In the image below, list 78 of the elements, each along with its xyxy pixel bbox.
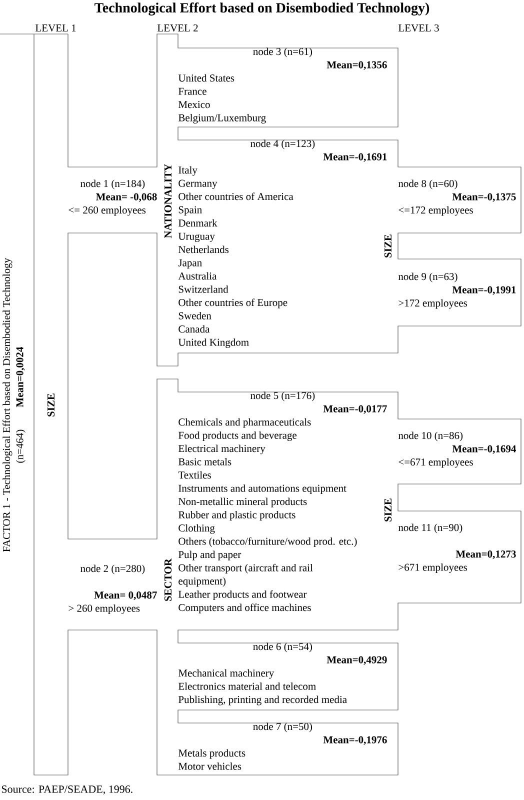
size-range: >671 employees [398, 563, 468, 573]
category-item: Denmark [178, 219, 218, 227]
category-item: Clothing [178, 524, 215, 534]
category-item: Electronics material and telecom [178, 682, 316, 690]
category-item: Others (tobacco/furniture/wood prod. etc.) [178, 537, 357, 547]
node-heading: node 2 (n=280) [80, 564, 145, 574]
category-item: Netherlands [178, 246, 229, 254]
category-item: Mechanical machinery [178, 669, 274, 679]
mean-value: Mean=-0,1976 [323, 736, 387, 745]
category-item: Mexico [178, 101, 210, 108]
dimension-label: NATIONALITY [164, 164, 172, 238]
category-item: Motor vehicles [178, 762, 242, 770]
category-item: Publishing, printing and recorded media [178, 696, 347, 706]
node-heading: node 3 (n=61) [253, 48, 312, 58]
category-item: Switzerland [178, 285, 228, 293]
category-item: Australia [178, 272, 217, 280]
category-item: United States [178, 74, 234, 82]
node-heading: node 8 (n=60) [398, 180, 458, 190]
node-heading: node 5 (n=176) [250, 392, 315, 402]
size-range: <=172 employees [398, 206, 473, 216]
mean-value: Mean=0,4929 [326, 656, 387, 665]
dimension-label: SIZE [47, 394, 55, 416]
size-range: >172 employees [398, 299, 468, 309]
level-label: LEVEL 1 [36, 24, 76, 32]
category-item: Other countries of America [178, 192, 294, 200]
dimension-label: SECTOR [164, 558, 172, 601]
category-item: Germany [178, 180, 218, 189]
category-item: Food products and beverage [178, 431, 296, 441]
category-item: Instruments and automations equipment [178, 484, 346, 494]
category-item: Japan [178, 259, 202, 268]
mean-value: Mean=0,1356 [326, 61, 387, 70]
mean-value: Mean=-0,1375 [452, 193, 516, 202]
category-item: Other transport (aircraft and rail equipment) [178, 564, 313, 587]
category-item: France [178, 88, 206, 95]
mean-value: Mean=-0,1694 [452, 445, 516, 454]
category-item: Sweden [178, 312, 212, 320]
category-item: Chemicals and pharmaceuticals [178, 418, 311, 428]
category-item: Non-metallic mineral products [178, 498, 307, 508]
dimension-label: SIZE [384, 498, 392, 522]
node-heading: node 10 (n=86) [398, 432, 463, 442]
level-label: LEVEL 2 [158, 24, 198, 32]
category-item: United Kingdom [178, 338, 249, 348]
node-heading: node 1 (n=184) [80, 180, 145, 190]
node-heading: node 11 (n=90) [398, 524, 462, 534]
node-heading: node 6 (n=54) [253, 642, 312, 652]
node-heading: node 9 (n=63) [398, 272, 458, 282]
category-item: Spain [178, 206, 202, 216]
sample-size: (n=464) [16, 430, 26, 463]
mean-value: Mean= 0,0487 [94, 592, 157, 600]
mean-value: Mean=-0,0177 [323, 405, 387, 414]
category-item: Textiles [178, 471, 211, 479]
category-item: Other countries of Europe [178, 298, 288, 308]
category-item: Pulp and paper [178, 550, 242, 560]
source-note: Source: PAEP/SEADE, 1996. [2, 786, 132, 794]
category-item: Electrical machinery [178, 444, 266, 454]
category-item: Metals products [178, 749, 246, 759]
category-item: Computers and office machines [178, 604, 311, 614]
mean-value: Mean=-0,1991 [452, 286, 516, 295]
category-item: Italy [178, 166, 198, 176]
mean-value: Mean=0,1273 [456, 550, 516, 560]
mean-value: Mean=-0,1691 [323, 153, 387, 162]
category-item: Canada [178, 325, 210, 333]
node-heading: node 4 (n=123) [250, 140, 315, 150]
category-item: Basic metals [178, 458, 232, 466]
size-range: <= 260 employees [68, 206, 146, 216]
factor-title: FACTOR 1 - Technological Effort based on Disembodied Technology [2, 258, 12, 552]
title: Technological Effort based on Disembodied Technology) [94, 2, 430, 16]
category-item: Leather products and footwear [178, 590, 307, 600]
size-range: <=671 employees [398, 458, 473, 468]
level-label: LEVEL 3 [398, 24, 439, 32]
category-item: Uruguay [178, 232, 215, 242]
category-item: Rubber and plastic products [178, 510, 296, 520]
category-item: Belgium/Luxemburg [178, 114, 266, 124]
node-heading: node 7 (n=50) [253, 722, 312, 732]
mean-value: Mean= -0,068 [96, 193, 157, 202]
dimension-label: SIZE [384, 234, 392, 258]
size-range: > 260 employees [68, 604, 140, 614]
mean-value: Mean=0,0024 [16, 346, 25, 408]
